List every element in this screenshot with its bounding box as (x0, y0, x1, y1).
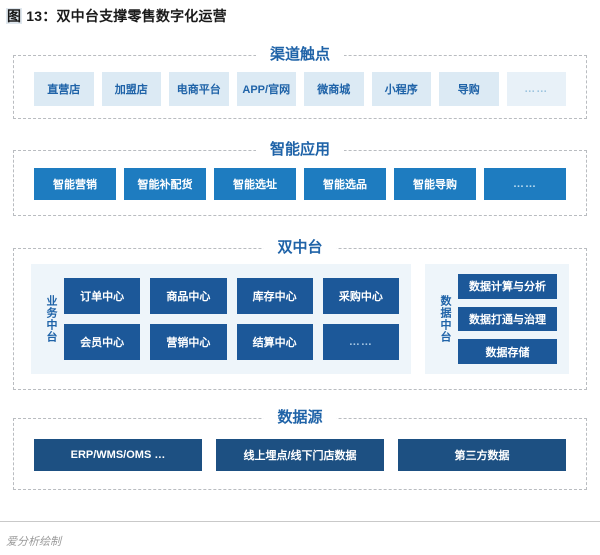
channel-chip[interactable]: APP/官网 (236, 72, 296, 106)
channel-chip[interactable]: 直营店 (34, 72, 94, 106)
app-chip-ellipsis: …… (484, 168, 566, 200)
section-channel-touchpoints: 渠道触点 直营店 加盟店 电商平台 APP/官网 微商城 小程序 导购 …… (13, 45, 587, 119)
app-chip[interactable]: 智能选址 (214, 168, 296, 200)
app-chip[interactable]: 智能补配货 (124, 168, 206, 200)
footer-divider (0, 521, 600, 522)
channel-chip-ellipsis: …… (506, 72, 566, 106)
source-chip[interactable]: 线上埋点/线下门店数据 (216, 439, 384, 471)
business-chip[interactable]: 营销中心 (150, 324, 227, 360)
source-chip[interactable]: ERP/WMS/OMS … (34, 439, 202, 471)
business-chip[interactable]: 采购中心 (322, 278, 399, 314)
channel-chip-row: 直营店 加盟店 电商平台 APP/官网 微商城 小程序 导购 …… (14, 56, 586, 106)
channel-chip[interactable]: 导购 (439, 72, 499, 106)
dual-panels-wrapper: 业务中台 订单中心 商品中心 库存中心 采购中心 会员中心 营销中心 结算中心 … (14, 249, 586, 389)
section-title-apps: 智能应用 (255, 140, 345, 160)
figure-title-text: 13：双中台支撑零售数字化运营 (22, 8, 227, 24)
app-chip[interactable]: 智能选品 (304, 168, 386, 200)
business-chip[interactable]: 商品中心 (150, 278, 227, 314)
channel-chip[interactable]: 电商平台 (169, 72, 229, 106)
business-chip[interactable]: 订单中心 (64, 278, 141, 314)
source-chip[interactable]: 第三方数据 (398, 439, 566, 471)
business-chip-grid: 订单中心 商品中心 库存中心 采购中心 会员中心 营销中心 结算中心 …… (64, 278, 399, 360)
business-chip-ellipsis: …… (322, 324, 399, 360)
business-midplatform-label: 业务中台 (45, 295, 57, 343)
business-chip[interactable]: 会员中心 (64, 324, 141, 360)
section-title-source: 数据源 (263, 408, 337, 428)
footer-credit: 爱分析绘制 (6, 536, 61, 548)
app-chip[interactable]: 智能营销 (34, 168, 116, 200)
data-chip-grid: 数据计算与分析 数据打通与治理 数据存储 (458, 274, 557, 364)
figure-number-tag: 图 (6, 8, 23, 24)
source-chip-row: ERP/WMS/OMS … 线上埋点/线下门店数据 第三方数据 (14, 419, 586, 471)
figure-title: 图 13：双中台支撑零售数字化运营 (6, 6, 227, 26)
section-title-dual: 双中台 (263, 238, 337, 258)
data-chip[interactable]: 数据打通与治理 (458, 306, 557, 332)
business-midplatform-panel: 业务中台 订单中心 商品中心 库存中心 采购中心 会员中心 营销中心 结算中心 … (31, 264, 411, 374)
channel-chip[interactable]: 微商城 (304, 72, 364, 106)
data-chip[interactable]: 数据存储 (458, 339, 557, 364)
section-title-channel: 渠道触点 (255, 45, 345, 65)
business-chip[interactable]: 结算中心 (236, 324, 313, 360)
data-chip[interactable]: 数据计算与分析 (458, 274, 557, 299)
section-smart-applications: 智能应用 智能营销 智能补配货 智能选址 智能选品 智能导购 …… (13, 140, 587, 216)
channel-chip[interactable]: 加盟店 (101, 72, 161, 106)
app-chip[interactable]: 智能导购 (394, 168, 476, 200)
section-data-sources: 数据源 ERP/WMS/OMS … 线上埋点/线下门店数据 第三方数据 (13, 408, 587, 490)
data-midplatform-panel: 数据中台 数据计算与分析 数据打通与治理 数据存储 (425, 264, 569, 374)
section-dual-midplatform: 双中台 业务中台 订单中心 商品中心 库存中心 采购中心 会员中心 营销中心 结… (13, 238, 587, 390)
business-chip[interactable]: 库存中心 (236, 278, 313, 314)
channel-chip[interactable]: 小程序 (371, 72, 431, 106)
apps-chip-row: 智能营销 智能补配货 智能选址 智能选品 智能导购 …… (14, 151, 586, 200)
data-midplatform-label: 数据中台 (439, 295, 451, 343)
